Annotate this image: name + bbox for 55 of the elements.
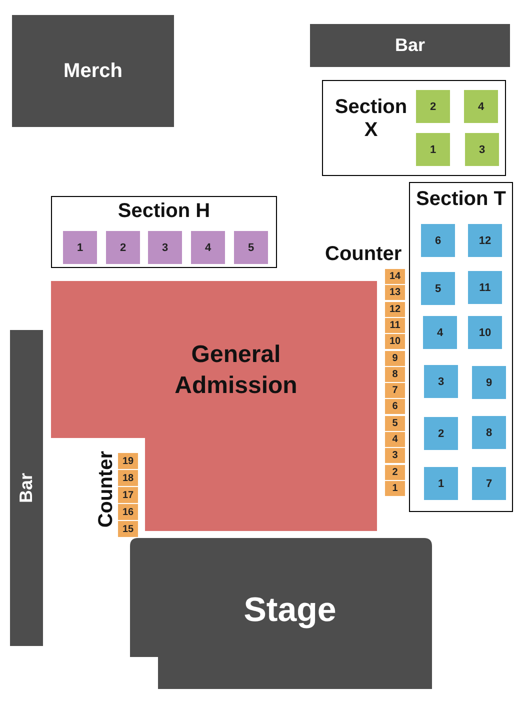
seat-block: 19 [118,453,138,469]
seat-block: 7 [472,467,506,500]
seat-block: 6 [421,224,455,257]
bar-area: Bar [10,330,43,646]
seat-block: 9 [472,366,506,399]
section-box [51,196,277,268]
seat-block: 3 [465,133,499,166]
seat-block: 17 [118,487,138,503]
seat-block: 1 [385,480,405,496]
seat-block: 5 [234,231,268,264]
seat-block: 2 [424,417,458,450]
seat-block: 6 [385,399,405,414]
merch-area: Merch [12,15,174,127]
seat-block: 11 [468,271,502,304]
seat-block: 13 [385,285,405,300]
seat-block: 4 [423,316,457,349]
section-title: Section H [116,200,212,223]
seat-block: 5 [385,416,405,431]
bar-area: Bar [310,24,510,67]
stage-area [130,538,432,689]
seat-block: 2 [106,231,140,264]
seat-block: 2 [416,90,450,123]
general-admission-area [51,281,377,531]
area-label: General Admission [174,340,298,402]
seat-block: 12 [385,302,405,317]
seat-block: 3 [385,448,405,464]
seat-block: 11 [385,318,405,333]
seat-block: 4 [191,231,225,264]
seat-block: 4 [464,90,498,123]
seat-block: 18 [118,470,138,486]
seat-block: 1 [416,133,450,166]
counter-label: Counter [95,451,118,528]
seat-block: 3 [424,365,458,398]
seat-block: 10 [468,316,502,349]
counter-label: Counter [325,243,402,266]
seat-block: 3 [148,231,182,264]
seat-block: 12 [468,224,502,257]
seat-block: 7 [385,383,405,398]
seat-block: 5 [421,272,455,305]
seat-block: 8 [385,366,405,382]
seat-block: 2 [385,464,405,480]
seat-block: 14 [385,269,405,284]
area-label: Stage [242,590,338,631]
section-title: Section X [334,96,408,142]
seat-block: 10 [385,334,405,350]
seat-block: 1 [424,467,458,500]
seat-block: 4 [385,432,405,447]
seat-block: 16 [118,504,138,520]
seat-block: 15 [118,521,138,537]
section-title: Section T [414,188,507,211]
seat-block: 1 [63,231,97,264]
section-box [409,182,513,512]
section-box [322,80,506,176]
seat-block: 8 [472,416,506,449]
seat-block: 9 [385,350,405,366]
